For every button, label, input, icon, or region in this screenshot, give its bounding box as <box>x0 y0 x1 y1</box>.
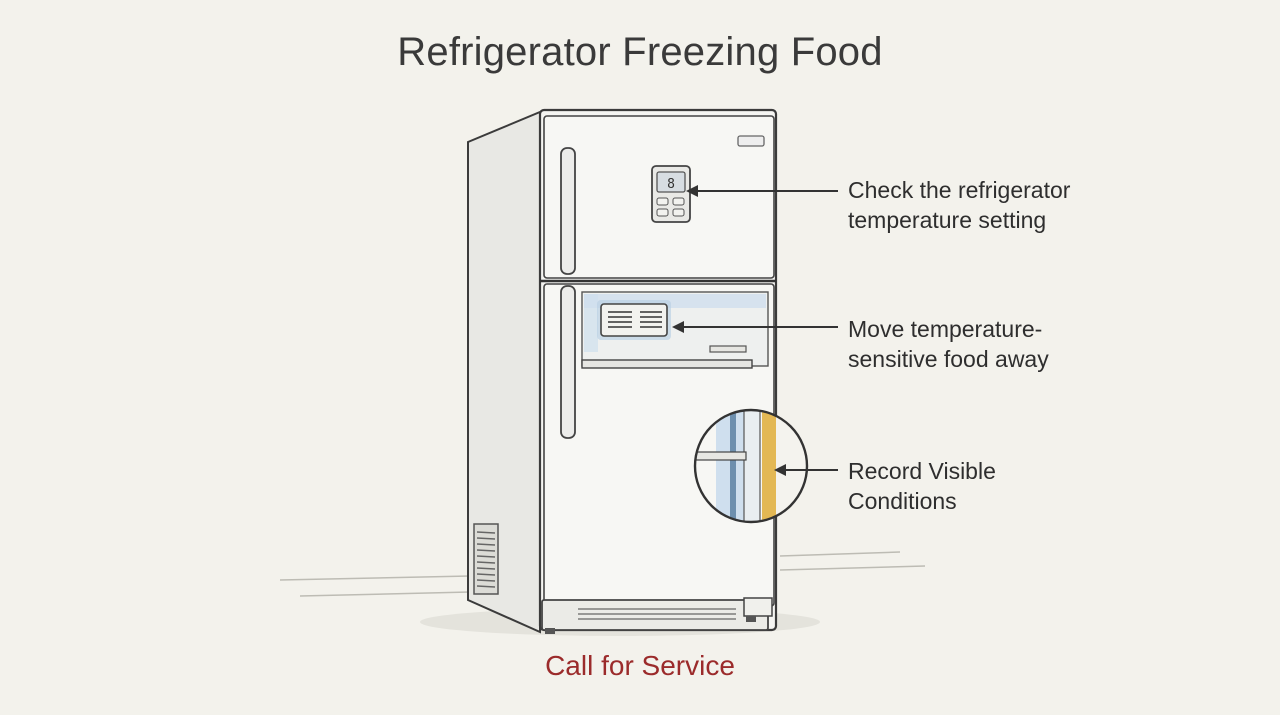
fridge-foot <box>746 616 756 622</box>
floor-lines <box>279 551 926 597</box>
freezer-handle <box>560 147 576 275</box>
bottom-grille <box>541 597 773 631</box>
callout-line: Move temperature- <box>848 316 1043 342</box>
diagram-title: Refrigerator Freezing Food <box>397 30 883 74</box>
callout-line: temperature setting <box>848 207 1047 233</box>
callout-line: Conditions <box>848 488 957 514</box>
svg-text:8: 8 <box>667 177 675 192</box>
callout-line: Check the refrigerator <box>848 177 1071 203</box>
leader-arrow-seal <box>774 464 838 476</box>
cold-air-vent <box>597 300 671 340</box>
callout-check-temperature: Check the refrigerator temperature setti… <box>848 175 1168 235</box>
callout-line: sensitive food away <box>848 346 1049 372</box>
callout-line: Record Visible <box>848 458 996 484</box>
side-vent <box>473 523 499 595</box>
call-for-service-label: Call for Service <box>545 650 735 681</box>
temperature-control-panel: 8 <box>651 165 691 223</box>
callout-move-food: Move temperature- sensitive food away <box>848 314 1168 374</box>
callout-record-conditions: Record Visible Conditions <box>848 456 1168 516</box>
fridge-foot <box>545 628 555 634</box>
leader-arrow-vent <box>672 321 838 333</box>
leader-arrow-temperature <box>686 185 838 197</box>
door-seal-magnifier <box>693 408 809 524</box>
refrigerator-handle <box>560 285 576 439</box>
fridge-side-panel <box>467 110 541 634</box>
freezer-badge <box>737 135 765 147</box>
